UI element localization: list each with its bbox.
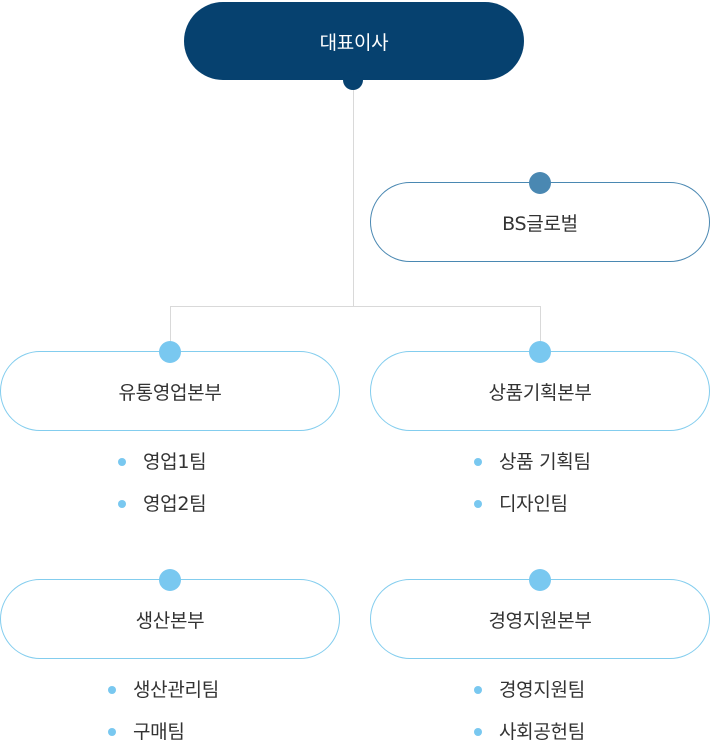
team-bullet [474, 686, 482, 694]
team-item: 상품 기획팀 [499, 451, 591, 473]
division-label: 유통영업본부 [118, 381, 222, 404]
team-bullet [108, 686, 116, 694]
division-label: 경영지원본부 [488, 609, 592, 632]
division-dot-production [159, 569, 181, 591]
connector-left-drop [170, 306, 171, 352]
ceo-label: 대표이사 [319, 31, 389, 54]
bs-global-node: BS글로벌 [370, 182, 710, 262]
division-node-production: 생산본부 [0, 579, 340, 659]
team-item: 경영지원팀 [499, 679, 585, 701]
division-dot-product-planning [529, 341, 551, 363]
bs-global-dot [529, 172, 551, 194]
team-item: 영업2팀 [143, 493, 207, 515]
team-item: 영업1팀 [143, 451, 207, 473]
team-bullet [108, 728, 116, 736]
team-bullet [118, 458, 126, 466]
division-dot-management-support [529, 569, 551, 591]
division-node-sales: 유통영업본부 [0, 351, 340, 431]
connector-right-drop [540, 306, 541, 352]
division-label: 상품기획본부 [488, 381, 592, 404]
team-bullet [474, 500, 482, 508]
division-label: 생산본부 [135, 609, 205, 632]
team-item: 사회공헌팀 [499, 721, 585, 743]
connector-ceo-vertical [353, 80, 354, 306]
division-node-management-support: 경영지원본부 [370, 579, 710, 659]
bs-global-label: BS글로벌 [502, 212, 578, 235]
team-item: 구매팀 [133, 721, 185, 743]
team-bullet [118, 500, 126, 508]
team-bullet [474, 458, 482, 466]
ceo-node: 대표이사 [184, 2, 524, 80]
connector-horizontal [170, 306, 540, 307]
ceo-connector-dot [343, 70, 363, 90]
division-node-product-planning: 상품기획본부 [370, 351, 710, 431]
team-bullet [474, 728, 482, 736]
team-item: 디자인팀 [499, 493, 568, 515]
team-item: 생산관리팀 [133, 679, 219, 701]
division-dot-sales [159, 341, 181, 363]
